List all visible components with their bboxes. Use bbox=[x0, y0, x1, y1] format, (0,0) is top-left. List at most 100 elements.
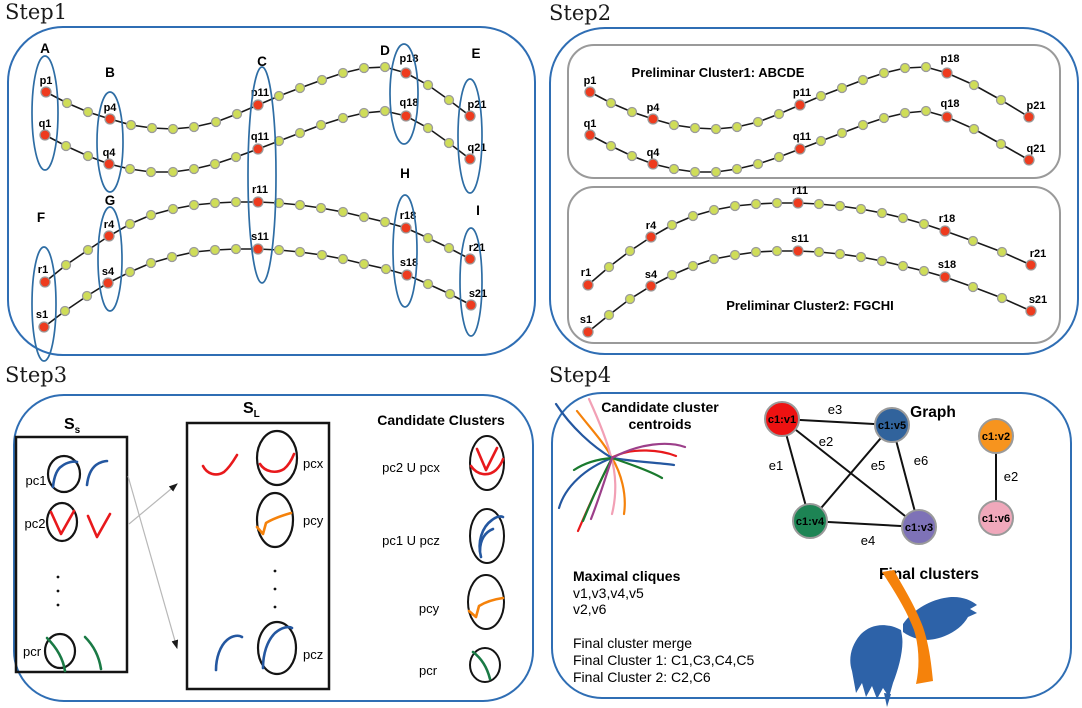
labeled-point bbox=[792, 245, 804, 257]
curve-point bbox=[855, 251, 867, 263]
point-label-q18: q18 bbox=[941, 98, 960, 110]
curve-point bbox=[605, 140, 617, 152]
point-label-s21: s21 bbox=[1029, 294, 1047, 306]
curve-point bbox=[878, 112, 890, 124]
curve-point bbox=[878, 67, 890, 79]
label-pc1: pc1 bbox=[26, 473, 47, 488]
group-label-G: G bbox=[105, 193, 116, 208]
glyph-circle-pcx bbox=[255, 429, 299, 487]
curve-point bbox=[124, 218, 136, 230]
group-label-F: F bbox=[37, 210, 45, 225]
ss-box bbox=[14, 435, 129, 674]
curve-point bbox=[967, 235, 979, 247]
curve-point bbox=[60, 140, 72, 152]
curve-point bbox=[897, 212, 909, 224]
curve-point bbox=[59, 305, 71, 317]
point-label-r1: r1 bbox=[581, 267, 591, 279]
node-label-v1: c1:v1 bbox=[768, 414, 796, 426]
point-label-r18: r18 bbox=[400, 210, 417, 222]
group-ellipse-G bbox=[97, 206, 123, 312]
glyph-pcy-inner bbox=[255, 511, 293, 536]
curve-point bbox=[315, 119, 327, 131]
curve-point bbox=[379, 61, 391, 73]
candidate-glyph-pc2 U pcx-0 bbox=[475, 446, 499, 472]
glyph-circle-pcy bbox=[255, 491, 295, 549]
curve-point bbox=[81, 290, 93, 302]
curve-point bbox=[626, 150, 638, 162]
label-pcr: pcr bbox=[23, 644, 42, 659]
curve-point bbox=[836, 127, 848, 139]
ellipsis-dot bbox=[56, 575, 60, 579]
labeled-point bbox=[104, 113, 116, 125]
curve-point bbox=[422, 122, 434, 134]
point-label-s1: s1 bbox=[36, 309, 48, 321]
curve-point bbox=[337, 253, 349, 265]
point-label-q4: q4 bbox=[647, 147, 661, 159]
glyph-circle-pc2 bbox=[45, 501, 79, 543]
labeled-point bbox=[647, 113, 659, 125]
curve-point bbox=[834, 200, 846, 212]
curve-point bbox=[771, 197, 783, 209]
curve-point bbox=[167, 123, 179, 135]
labeled-point bbox=[582, 326, 594, 338]
labeled-point bbox=[102, 277, 114, 289]
curve-point bbox=[210, 116, 222, 128]
graph-node-v5 bbox=[874, 407, 910, 443]
edge-label-e1: e1 bbox=[769, 458, 783, 473]
group-ellipse-D bbox=[389, 43, 419, 145]
edge-label-e2: e2 bbox=[819, 434, 833, 449]
curve-point bbox=[188, 163, 200, 175]
edge-label-e3: e3 bbox=[828, 402, 842, 417]
curve-point bbox=[146, 122, 158, 134]
labeled-point bbox=[584, 129, 596, 141]
curve-point bbox=[729, 249, 741, 261]
curve-point bbox=[708, 253, 720, 265]
step4-title: Step4 bbox=[549, 363, 612, 387]
curve-point bbox=[624, 245, 636, 257]
curve-point bbox=[379, 105, 391, 117]
curve-point bbox=[918, 265, 930, 277]
point-label-r4: r4 bbox=[646, 220, 657, 232]
cliques-line-4: Final Cluster 1: C1,C3,C4,C5 bbox=[573, 652, 755, 668]
candidate-glyph-pcr-0 bbox=[471, 650, 492, 681]
group-label-H: H bbox=[400, 166, 410, 181]
curve-point bbox=[273, 244, 285, 256]
graph-edge-v5-v4 bbox=[809, 424, 893, 522]
point-label-s18: s18 bbox=[400, 257, 418, 269]
group-label-I: I bbox=[476, 203, 480, 218]
curve-point bbox=[626, 106, 638, 118]
point-label-r21: r21 bbox=[1030, 248, 1047, 260]
curve-point bbox=[230, 151, 242, 163]
glyph-pcx-inner bbox=[258, 452, 296, 474]
curve-point bbox=[603, 261, 615, 273]
curve-point bbox=[857, 119, 869, 131]
curve-point bbox=[967, 281, 979, 293]
curve-point bbox=[358, 62, 370, 74]
cliques-line-0: Maximal cliques bbox=[573, 568, 681, 584]
point-label-s11: s11 bbox=[251, 231, 269, 243]
candidate-ellipse-pc1 U pcz bbox=[469, 508, 505, 564]
point-label-p18: p18 bbox=[941, 53, 960, 65]
glyph-circle-pc1 bbox=[46, 454, 82, 494]
candidate-clusters-heading: Candidate Clusters bbox=[377, 412, 505, 428]
mapping-arrow bbox=[128, 483, 178, 525]
labeled-point bbox=[1025, 305, 1037, 317]
point-label-q11: q11 bbox=[793, 131, 811, 143]
curve-point bbox=[337, 67, 349, 79]
labeled-point bbox=[465, 299, 477, 311]
point-label-p11: p11 bbox=[793, 87, 811, 99]
mapping-arrow bbox=[127, 475, 179, 650]
label-pcx: pcx bbox=[303, 456, 324, 471]
point-label-p4: p4 bbox=[104, 102, 118, 114]
glyph-pcr-outer bbox=[83, 635, 103, 671]
labeled-point bbox=[464, 110, 476, 122]
edge-label-e2: e2 bbox=[1004, 469, 1018, 484]
curve-point bbox=[294, 82, 306, 94]
graph-node-v3 bbox=[901, 509, 937, 545]
labeled-point bbox=[1023, 111, 1035, 123]
curve-point bbox=[899, 107, 911, 119]
step4-panel bbox=[551, 392, 1072, 699]
graph-node-v6 bbox=[978, 500, 1014, 536]
glyph-pc2-outer bbox=[86, 512, 112, 539]
